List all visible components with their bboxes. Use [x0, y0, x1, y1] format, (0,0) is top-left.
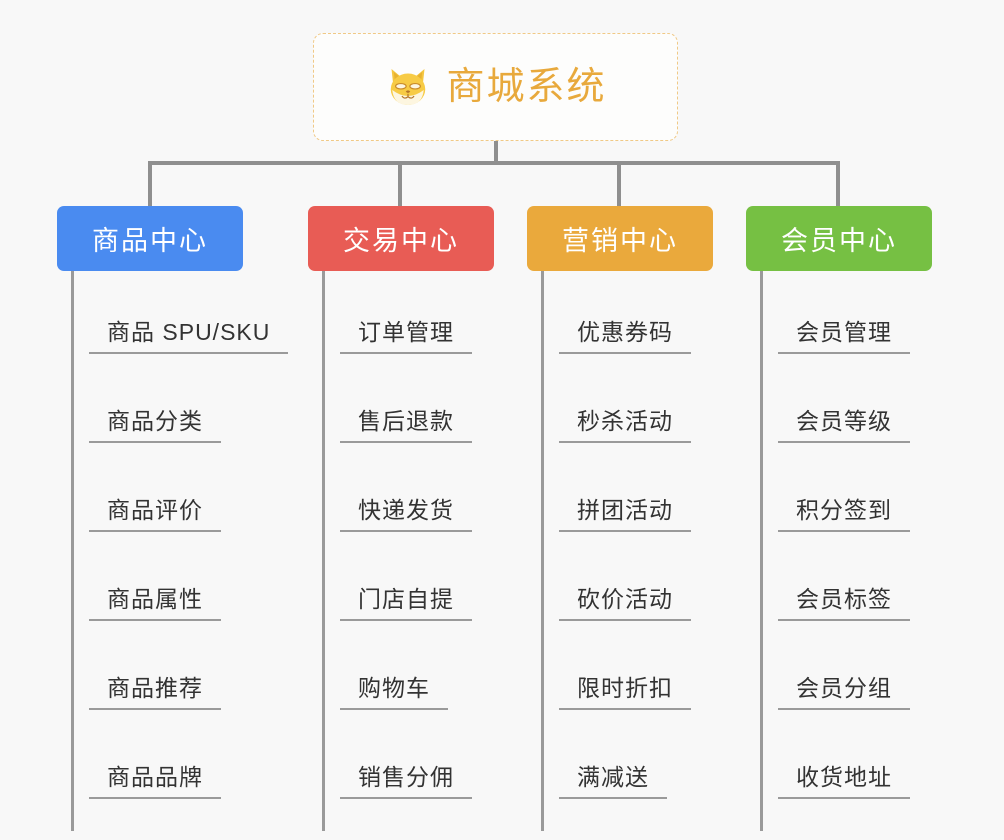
leaf-item[interactable]: 门店自提: [322, 538, 562, 627]
leaf-item[interactable]: 快递发货: [322, 449, 562, 538]
connector-drop-3: [617, 161, 621, 206]
leaf-item-label: 商品 SPU/SKU: [89, 319, 289, 354]
leaf-item-label: 门店自提: [340, 586, 472, 621]
connector-horizontal-bus: [148, 161, 840, 165]
leaf-item-label: 积分签到: [778, 497, 910, 532]
leaf-item[interactable]: 限时折扣: [541, 627, 781, 716]
leaf-item[interactable]: 拼团活动: [541, 449, 781, 538]
leaf-item-label: 收货地址: [778, 764, 910, 799]
category-box-member-center[interactable]: 会员中心: [746, 206, 932, 271]
connector-root-vertical: [494, 141, 498, 164]
leaf-item-label: 砍价活动: [559, 586, 691, 621]
leaf-item-label: 秒杀活动: [559, 408, 691, 443]
leaf-item-label: 商品分类: [89, 408, 221, 443]
root-node-title: 商城系统: [446, 66, 607, 108]
leaf-item[interactable]: 满减送: [541, 716, 781, 805]
leaf-item[interactable]: 售后退款: [322, 360, 562, 449]
category-box-trade-center[interactable]: 交易中心: [308, 206, 494, 271]
leaf-column-product-center: 商品 SPU/SKU 商品分类 商品评价 商品属性 商品推荐 商品品牌: [71, 271, 311, 831]
leaf-column-member-center: 会员管理 会员等级 积分签到 会员标签 会员分组 收货地址: [760, 271, 1000, 831]
leaf-item[interactable]: 收货地址: [760, 716, 1000, 805]
leaf-item-label: 优惠券码: [559, 319, 691, 354]
leaf-item[interactable]: 订单管理: [322, 271, 562, 360]
leaf-item-label: 快递发货: [340, 497, 472, 532]
leaf-item[interactable]: 会员等级: [760, 360, 1000, 449]
category-label: 交易中心: [343, 226, 459, 256]
leaf-item-label: 购物车: [340, 675, 448, 710]
leaf-item-label: 商品推荐: [89, 675, 221, 710]
shiba-dog-icon: [391, 69, 426, 105]
leaf-item-label: 商品属性: [89, 586, 221, 621]
leaf-item[interactable]: 会员标签: [760, 538, 1000, 627]
leaf-item[interactable]: 商品属性: [71, 538, 311, 627]
leaf-item-label: 会员管理: [778, 319, 910, 354]
leaf-spine: [322, 271, 325, 831]
leaf-spine: [71, 271, 74, 831]
category-box-marketing-center[interactable]: 营销中心: [527, 206, 713, 271]
leaf-item[interactable]: 积分签到: [760, 449, 1000, 538]
leaf-item-label: 销售分佣: [340, 764, 472, 799]
leaf-item-label: 商品评价: [89, 497, 221, 532]
leaf-item[interactable]: 会员管理: [760, 271, 1000, 360]
leaf-item-label: 满减送: [559, 764, 667, 799]
leaf-item[interactable]: 秒杀活动: [541, 360, 781, 449]
leaf-item[interactable]: 商品评价: [71, 449, 311, 538]
category-label: 营销中心: [562, 226, 678, 256]
leaf-item[interactable]: 销售分佣: [322, 716, 562, 805]
leaf-spine: [541, 271, 544, 831]
category-box-product-center[interactable]: 商品中心: [57, 206, 243, 271]
leaf-item[interactable]: 商品分类: [71, 360, 311, 449]
leaf-column-marketing-center: 优惠券码 秒杀活动 拼团活动 砍价活动 限时折扣 满减送: [541, 271, 781, 831]
category-label: 会员中心: [781, 226, 897, 256]
leaf-item-label: 会员等级: [778, 408, 910, 443]
leaf-item-label: 会员分组: [778, 675, 910, 710]
leaf-item-label: 订单管理: [340, 319, 472, 354]
leaf-item[interactable]: 优惠券码: [541, 271, 781, 360]
connector-drop-2: [398, 161, 402, 206]
category-label: 商品中心: [92, 226, 208, 256]
leaf-item[interactable]: 商品 SPU/SKU: [71, 271, 311, 360]
leaf-item[interactable]: 商品品牌: [71, 716, 311, 805]
leaf-item[interactable]: 商品推荐: [71, 627, 311, 716]
leaf-item[interactable]: 购物车: [322, 627, 562, 716]
leaf-item-label: 拼团活动: [559, 497, 691, 532]
root-node-card[interactable]: 商城系统: [313, 33, 678, 141]
leaf-column-trade-center: 订单管理 售后退款 快递发货 门店自提 购物车 销售分佣: [322, 271, 562, 831]
leaf-spine: [760, 271, 763, 831]
connector-drop-4: [836, 161, 840, 206]
leaf-item-label: 会员标签: [778, 586, 910, 621]
leaf-item-label: 商品品牌: [89, 764, 221, 799]
leaf-item[interactable]: 砍价活动: [541, 538, 781, 627]
leaf-item-label: 限时折扣: [559, 675, 691, 710]
leaf-item[interactable]: 会员分组: [760, 627, 1000, 716]
leaf-item-label: 售后退款: [340, 408, 472, 443]
connector-drop-1: [148, 161, 152, 206]
